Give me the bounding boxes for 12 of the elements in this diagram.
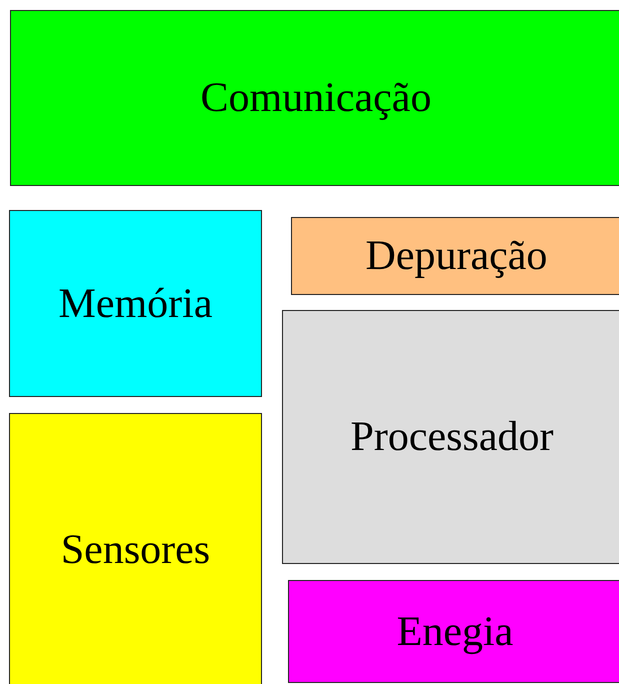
block-box (10, 10, 619, 186)
block-label: Comunicação (200, 77, 432, 119)
block-label: Enegia (396, 610, 514, 652)
block-box (9, 210, 262, 397)
block-box (9, 413, 262, 684)
block-label: Memória (58, 282, 212, 324)
block-label: Sensores (60, 529, 210, 571)
block-box (288, 580, 619, 683)
block-box (291, 217, 619, 295)
block-label: Depuração (366, 235, 548, 277)
block-box (282, 310, 619, 564)
block-label: Processador (350, 416, 554, 458)
